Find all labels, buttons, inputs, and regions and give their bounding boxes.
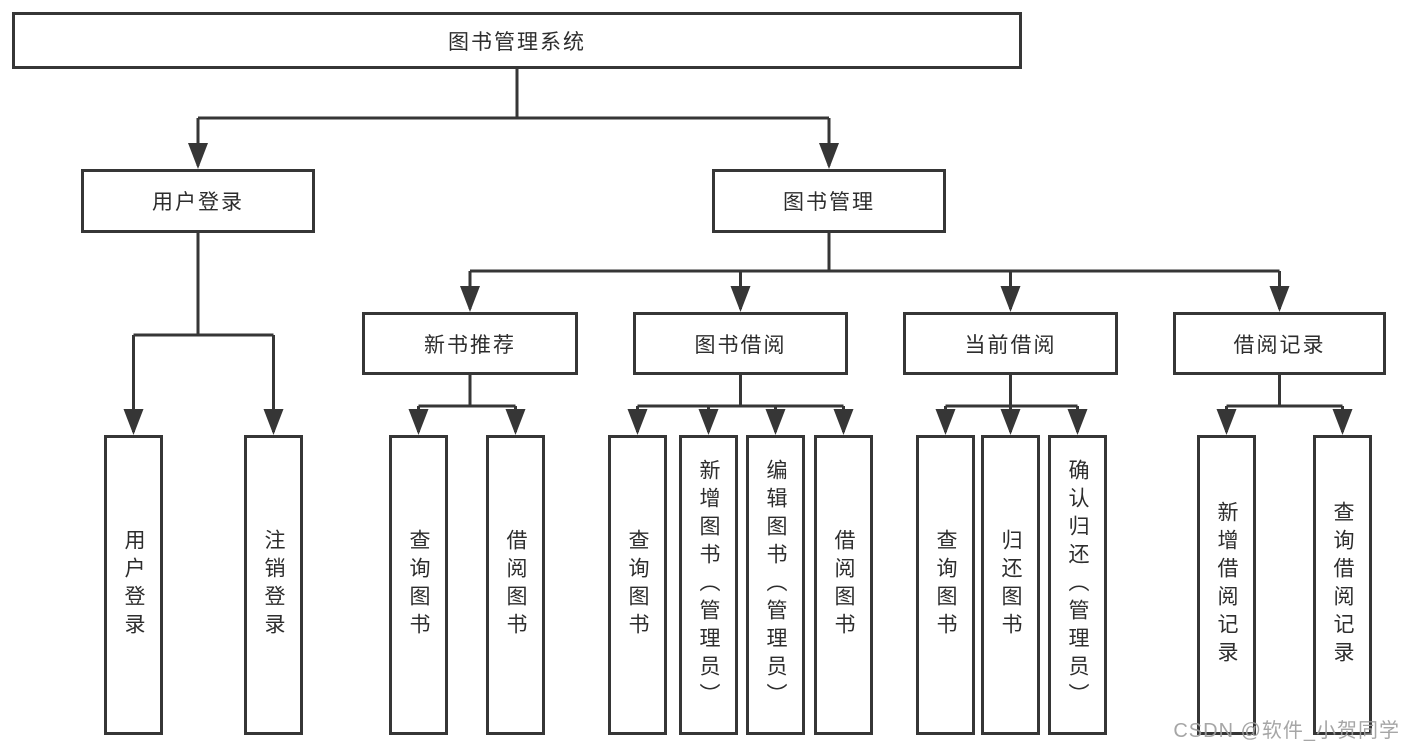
- node-label: 用户登录: [152, 191, 244, 214]
- node-label: 当前借阅: [964, 333, 1057, 357]
- leaf-add-book-admin: 新增图书（管理员）: [679, 435, 738, 735]
- leaf-query-books: 查询图书: [916, 435, 975, 735]
- leaf-label: 查询图书: [407, 529, 430, 641]
- node-current-borrowing: 当前借阅: [903, 312, 1118, 375]
- leaf-label: 查询图书: [626, 529, 649, 641]
- leaf-borrow-books: 借阅图书: [486, 435, 545, 735]
- node-library-management-system: 图书管理系统: [12, 12, 1022, 69]
- node-borrowing-records: 借阅记录: [1173, 312, 1386, 375]
- leaf-label: 借阅图书: [504, 529, 527, 641]
- arrowhead: [188, 143, 208, 169]
- leaf-label: 编辑图书（管理员）: [764, 459, 787, 711]
- arrowhead: [1000, 409, 1021, 435]
- leaf-label: 查询图书: [934, 529, 957, 641]
- leaf-add-borrow-record: 新增借阅记录: [1197, 435, 1256, 735]
- node-label: 借阅记录: [1233, 333, 1326, 357]
- leaf-query-books: 查询图书: [389, 435, 448, 735]
- leaf-label: 注销登录: [262, 529, 285, 641]
- connector-newbook-children: [417, 375, 517, 432]
- arrowhead: [1216, 409, 1237, 435]
- node-user-login: 用户登录: [81, 169, 315, 233]
- node-label: 图书管理系统: [448, 30, 586, 54]
- leaf-label: 新增借阅记录: [1215, 501, 1238, 669]
- connector-bookmgmt-sections: [468, 233, 1281, 309]
- connector-records-children: [1225, 375, 1344, 432]
- arrowhead: [1000, 286, 1021, 312]
- arrowhead: [730, 286, 751, 312]
- arrowhead: [505, 409, 526, 435]
- leaf-label: 借阅图书: [832, 529, 855, 641]
- node-label: 新书推荐: [424, 333, 516, 357]
- connector-borrowing-children: [636, 375, 845, 432]
- leaf-label: 归还图书: [999, 529, 1022, 641]
- arrowhead: [408, 409, 429, 435]
- connector-root-to-level2: [196, 69, 831, 166]
- leaf-query-borrow-record: 查询借阅记录: [1313, 435, 1372, 735]
- node-new-book-recommendation: 新书推荐: [362, 312, 578, 375]
- arrowhead: [935, 409, 956, 435]
- node-label: 图书管理: [783, 191, 875, 214]
- leaf-borrow-books: 借阅图书: [814, 435, 873, 735]
- arrowhead: [263, 409, 284, 435]
- arrowhead: [765, 409, 786, 435]
- arrowhead: [698, 409, 719, 435]
- arrowhead: [123, 409, 144, 435]
- arrowhead: [1269, 286, 1290, 312]
- leaf-logout: 注销登录: [244, 435, 303, 735]
- leaf-label: 新增图书（管理员）: [697, 459, 720, 711]
- leaf-label: 确认归还（管理员）: [1066, 459, 1089, 711]
- leaf-edit-book-admin: 编辑图书（管理员）: [746, 435, 805, 735]
- leaf-return-books: 归还图书: [981, 435, 1040, 735]
- arrowhead: [460, 286, 480, 312]
- leaf-label: 用户登录: [122, 529, 145, 641]
- leaf-user-login: 用户登录: [104, 435, 163, 735]
- node-book-management: 图书管理: [712, 169, 946, 233]
- leaf-query-books: 查询图书: [608, 435, 667, 735]
- arrowhead: [819, 143, 839, 169]
- node-book-borrowing: 图书借阅: [633, 312, 848, 375]
- arrowhead: [627, 409, 648, 435]
- leaf-confirm-return-admin: 确认归还（管理员）: [1048, 435, 1107, 735]
- arrowhead: [833, 409, 854, 435]
- node-label: 图书借阅: [694, 333, 787, 357]
- connector-userlogin-children: [132, 233, 275, 432]
- leaf-label: 查询借阅记录: [1331, 501, 1354, 669]
- arrowhead: [1332, 409, 1353, 435]
- arrowhead: [1067, 409, 1088, 435]
